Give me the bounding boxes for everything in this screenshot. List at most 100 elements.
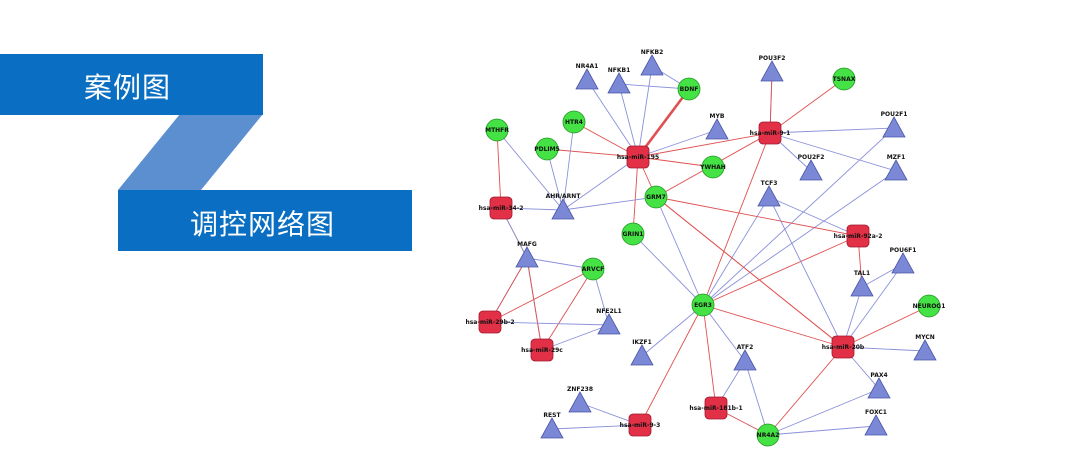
- edge-hsa-mir-29c-to-arvcf: [541, 268, 594, 351]
- edge-mycn-to-hsa-mir-20b: [842, 346, 926, 352]
- node-hsa-mir-9-1: hsa-miR-9-1: [750, 121, 791, 145]
- node-pou6f1: POU6F1: [890, 247, 917, 274]
- mirna-shape: [478, 310, 502, 334]
- mirna-shape: [628, 413, 652, 437]
- edge-grm7-to-egr3: [655, 196, 704, 306]
- mirna-shape: [704, 396, 728, 420]
- mirna-shape: [489, 196, 513, 220]
- edge-mzf1-to-hsa-mir-9-1: [769, 132, 897, 172]
- edge-pou2f1-to-hsa-mir-9-1: [769, 127, 895, 134]
- gene-shape: [485, 118, 509, 142]
- edge-nr4a1-to-hsa-mir-195: [586, 79, 639, 158]
- node-label: REST: [543, 412, 561, 419]
- node-label: ZNF238: [567, 386, 593, 393]
- edge-myb-to-hsa-mir-195: [637, 129, 718, 158]
- gene-shape: [644, 185, 668, 209]
- secondary-title-banner: [118, 190, 412, 251]
- edge-pou2f1-to-egr3: [702, 127, 895, 306]
- node-label: TSNAX: [833, 76, 856, 83]
- node-atf2: ATF2: [733, 344, 757, 371]
- node-label: EGR3: [694, 302, 712, 309]
- tf-shape: [575, 68, 599, 90]
- tf-shape: [882, 116, 906, 138]
- node-label: hsa-miR-9-1: [750, 130, 791, 137]
- edge-foxc1-to-nr4a2: [767, 425, 877, 436]
- node-label: NR4A1: [576, 63, 599, 70]
- node-label: hsa-miR-20b: [822, 344, 865, 351]
- edge-hsa-mir-9-1-to-hsa-mir-195: [637, 132, 771, 158]
- node-label: hsa-miR-92a-2: [834, 233, 883, 240]
- edge-hsa-mir-9-3-to-egr3: [639, 304, 704, 426]
- tf-shape: [757, 185, 781, 207]
- gene-shape: [562, 110, 586, 134]
- tf-shape: [640, 54, 664, 76]
- gene-shape: [535, 137, 559, 161]
- tf-shape: [540, 417, 564, 439]
- node-label: MTHFR: [485, 127, 509, 134]
- node-myb: MYB: [705, 113, 729, 140]
- edge-nfe2l1-to-hsa-mir-29b-2: [489, 321, 610, 326]
- edge-tcf3-to-hsa-mir-92a-2: [768, 196, 859, 237]
- edge-atf2-to-nr4a2: [744, 360, 769, 436]
- edge-atf2-to-egr3: [702, 304, 746, 362]
- tf-shape: [515, 246, 539, 268]
- tf-shape: [867, 377, 891, 399]
- node-label: MZF1: [887, 154, 906, 161]
- edge-hsa-mir-20b-to-egr3: [702, 304, 844, 348]
- node-label: BDNF: [680, 86, 699, 93]
- mirna-shape: [846, 224, 870, 248]
- node-hsa-mir-92a-2: hsa-miR-92a-2: [834, 224, 883, 248]
- node-label: NFKB1: [608, 67, 631, 74]
- tf-shape: [864, 414, 888, 436]
- node-nr4a1: NR4A1: [575, 63, 599, 90]
- gene-shape: [832, 67, 856, 91]
- node-label: POU6F1: [890, 247, 917, 254]
- node-ahr-arnt: AHR/ARNT: [546, 193, 581, 220]
- node-hsa-mir-9-3: hsa-miR-9-3: [620, 413, 660, 437]
- node-label: ARVCF: [582, 266, 604, 273]
- edge-egr3-to-grin1: [632, 233, 704, 306]
- primary-title-banner: [0, 54, 263, 115]
- node-label: HTR4: [565, 119, 583, 126]
- node-grm7: GRM7: [644, 185, 668, 209]
- primary-title: 案例图: [84, 71, 172, 104]
- edge-nfkb1-to-bdnf: [618, 83, 690, 90]
- edge-hsa-mir-181b-1-to-egr3: [702, 304, 717, 409]
- tf-shape: [568, 391, 592, 413]
- node-label: YWHAH: [699, 164, 726, 171]
- node-label: NFKB2: [641, 49, 664, 56]
- node-label: ATF2: [737, 344, 754, 351]
- edge-tcf3-to-hsa-mir-20b: [768, 196, 844, 348]
- node-label: hsa-miR-181b-1: [689, 405, 742, 412]
- edge-nfkb1-to-hsa-mir-195: [618, 83, 639, 158]
- gene-shape: [917, 294, 941, 318]
- edge-tcf3-to-egr3: [702, 196, 770, 306]
- edge-rest-to-hsa-mir-9-3: [551, 424, 641, 430]
- tf-shape: [913, 339, 937, 361]
- tf-shape: [733, 349, 757, 371]
- node-label: MYCN: [915, 334, 935, 341]
- edge-grm7-to-hsa-mir-20b: [655, 196, 844, 348]
- gene-shape: [581, 257, 605, 281]
- gene-shape: [677, 77, 701, 101]
- tf-shape: [630, 344, 654, 366]
- node-bdnf: BDNF: [677, 77, 701, 101]
- node-label: POU2F1: [881, 111, 908, 118]
- node-znf238: ZNF238: [567, 386, 593, 413]
- node-foxc1: FOXC1: [864, 409, 888, 436]
- edge-nfkb2-to-hsa-mir-195: [637, 65, 653, 158]
- node-mthfr: MTHFR: [485, 118, 509, 142]
- tf-shape: [597, 313, 621, 335]
- edge-hsa-mir-195-to-pdlim5: [546, 148, 639, 158]
- node-label: NR4A2: [757, 432, 780, 439]
- edge-mzf1-to-egr3: [702, 170, 897, 306]
- gene-shape: [756, 423, 780, 447]
- tf-shape: [884, 159, 908, 181]
- edge-hsa-mir-20b-to-nr4a2: [767, 346, 844, 436]
- mirna-shape: [831, 335, 855, 359]
- node-htr4: HTR4: [562, 110, 586, 134]
- node-hsa-mir-34-2: hsa-miR-34-2: [479, 196, 523, 220]
- gene-shape: [621, 222, 645, 246]
- edge-grm7-to-hsa-mir-92a-2: [655, 196, 859, 237]
